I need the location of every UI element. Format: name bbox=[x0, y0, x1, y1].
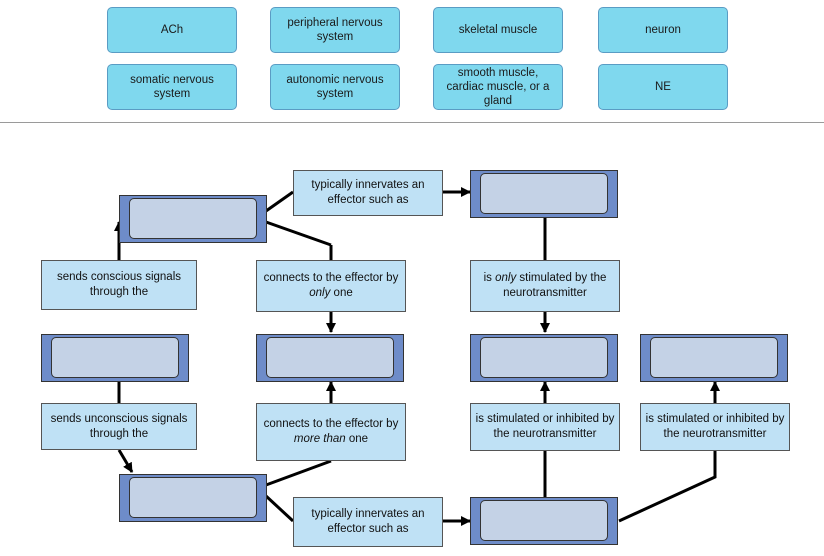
drop-zone[interactable] bbox=[266, 337, 394, 378]
drop-zone[interactable] bbox=[650, 337, 778, 378]
label-typically-innervates-top: typically innervates an effector such as bbox=[293, 170, 443, 216]
drop-slot-ach[interactable] bbox=[470, 334, 618, 382]
drop-slot-somatic[interactable] bbox=[119, 195, 267, 243]
label-sends-conscious: sends conscious signals through the bbox=[41, 260, 197, 310]
drop-zone[interactable] bbox=[480, 173, 608, 214]
label-sends-unconscious: sends unconscious signals through the bbox=[41, 403, 197, 450]
tile-autonomic-nervous-system[interactable]: autonomic nervous system bbox=[270, 64, 400, 110]
drop-slot-autonomic[interactable] bbox=[119, 474, 267, 522]
drop-zone[interactable] bbox=[129, 198, 257, 239]
line-autonomic-to-innervates bbox=[264, 494, 295, 523]
drop-slot-smooth[interactable] bbox=[470, 497, 618, 545]
line-smooth-to-stim-inhib-b bbox=[618, 451, 717, 523]
tile-peripheral-nervous-system[interactable]: peripheral nervous system bbox=[270, 7, 400, 53]
label-stimulated-or-inhibited-b: is stimulated or inhibited by the neurot… bbox=[640, 403, 790, 451]
label-typically-innervates-bottom: typically innervates an effector such as bbox=[293, 497, 443, 547]
line-somatic-to-innervates bbox=[265, 190, 294, 213]
drop-slot-neuron[interactable] bbox=[256, 334, 404, 382]
tile-ne[interactable]: NE bbox=[598, 64, 728, 110]
drop-zone[interactable] bbox=[51, 337, 179, 378]
tile-neuron[interactable]: neuron bbox=[598, 7, 728, 53]
label-stimulated-or-inhibited-a: is stimulated or inhibited by the neurot… bbox=[470, 403, 620, 451]
label-connects-by-more-than-one: connects to the effector by more than on… bbox=[256, 403, 406, 461]
drop-slot-skeletal[interactable] bbox=[470, 170, 618, 218]
divider bbox=[0, 122, 824, 123]
drop-slot-peripheral[interactable] bbox=[41, 334, 189, 382]
drop-slot-ne[interactable] bbox=[640, 334, 788, 382]
drop-zone[interactable] bbox=[480, 500, 608, 541]
drop-zone[interactable] bbox=[480, 337, 608, 378]
tile-skeletal-muscle[interactable]: skeletal muscle bbox=[433, 7, 563, 53]
arrow-unconscious-to-autonomic bbox=[117, 449, 134, 473]
drop-zone[interactable] bbox=[129, 477, 257, 518]
line-somatic-to-connects-one bbox=[265, 220, 332, 247]
line-autonomic-to-connects-more bbox=[265, 459, 332, 487]
tile-somatic-nervous-system[interactable]: somatic nervous system bbox=[107, 64, 237, 110]
label-connects-by-only-one: connects to the effector by only one bbox=[256, 260, 406, 312]
tile-smooth-muscle-cardiac-muscle-gland[interactable]: smooth muscle, cardiac muscle, or a glan… bbox=[433, 64, 563, 110]
tile-ach[interactable]: ACh bbox=[107, 7, 237, 53]
label-only-stimulated: is only stimulated by the neurotransmitt… bbox=[470, 260, 620, 312]
